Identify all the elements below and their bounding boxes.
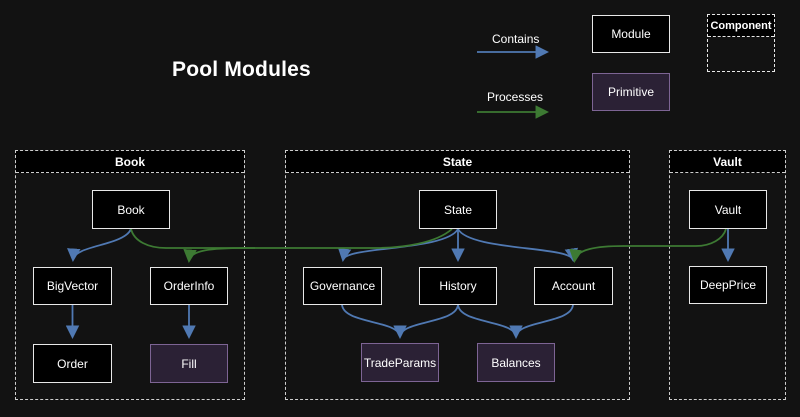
legend-module-label: Module [611, 27, 650, 41]
node-state-label: State [444, 203, 472, 217]
page-title: Pool Modules [172, 58, 311, 82]
legend-component-title: Component [708, 15, 774, 37]
node-governance: Governance [303, 267, 382, 305]
container-vault-title: Vault [670, 151, 785, 173]
node-state: State [419, 190, 497, 229]
node-governance-label: Governance [310, 279, 375, 293]
node-order-label: Order [57, 357, 88, 371]
node-fill-label: Fill [181, 357, 196, 371]
container-state-title: State [286, 151, 629, 173]
legend-primitive-label: Primitive [608, 85, 654, 99]
legend-primitive-node: Primitive [592, 73, 670, 111]
node-account: Account [534, 267, 613, 305]
node-history: History [419, 267, 497, 305]
node-book-label: Book [117, 203, 144, 217]
node-fill: Fill [150, 344, 228, 383]
node-deepprice: DeepPrice [689, 266, 767, 304]
node-tradeparams: TradeParams [361, 343, 439, 382]
node-account-label: Account [552, 279, 595, 293]
node-balances-label: Balances [491, 356, 540, 370]
legend-contains-label: Contains [492, 32, 539, 46]
node-deepprice-label: DeepPrice [700, 278, 756, 292]
node-book: Book [92, 190, 170, 229]
legend-component-box: Component [707, 14, 775, 72]
legend-processes-label: Processes [487, 90, 543, 104]
container-book-title: Book [16, 151, 244, 173]
node-orderinfo-label: OrderInfo [164, 279, 215, 293]
node-bigvector: BigVector [33, 267, 112, 305]
node-tradeparams-label: TradeParams [364, 356, 436, 370]
legend-module-node: Module [592, 15, 670, 53]
node-balances: Balances [477, 343, 555, 382]
node-vault: Vault [689, 190, 767, 229]
node-vault-label: Vault [715, 203, 741, 217]
node-bigvector-label: BigVector [47, 279, 98, 293]
node-history-label: History [439, 279, 476, 293]
node-order: Order [33, 344, 112, 383]
node-orderinfo: OrderInfo [150, 267, 228, 305]
